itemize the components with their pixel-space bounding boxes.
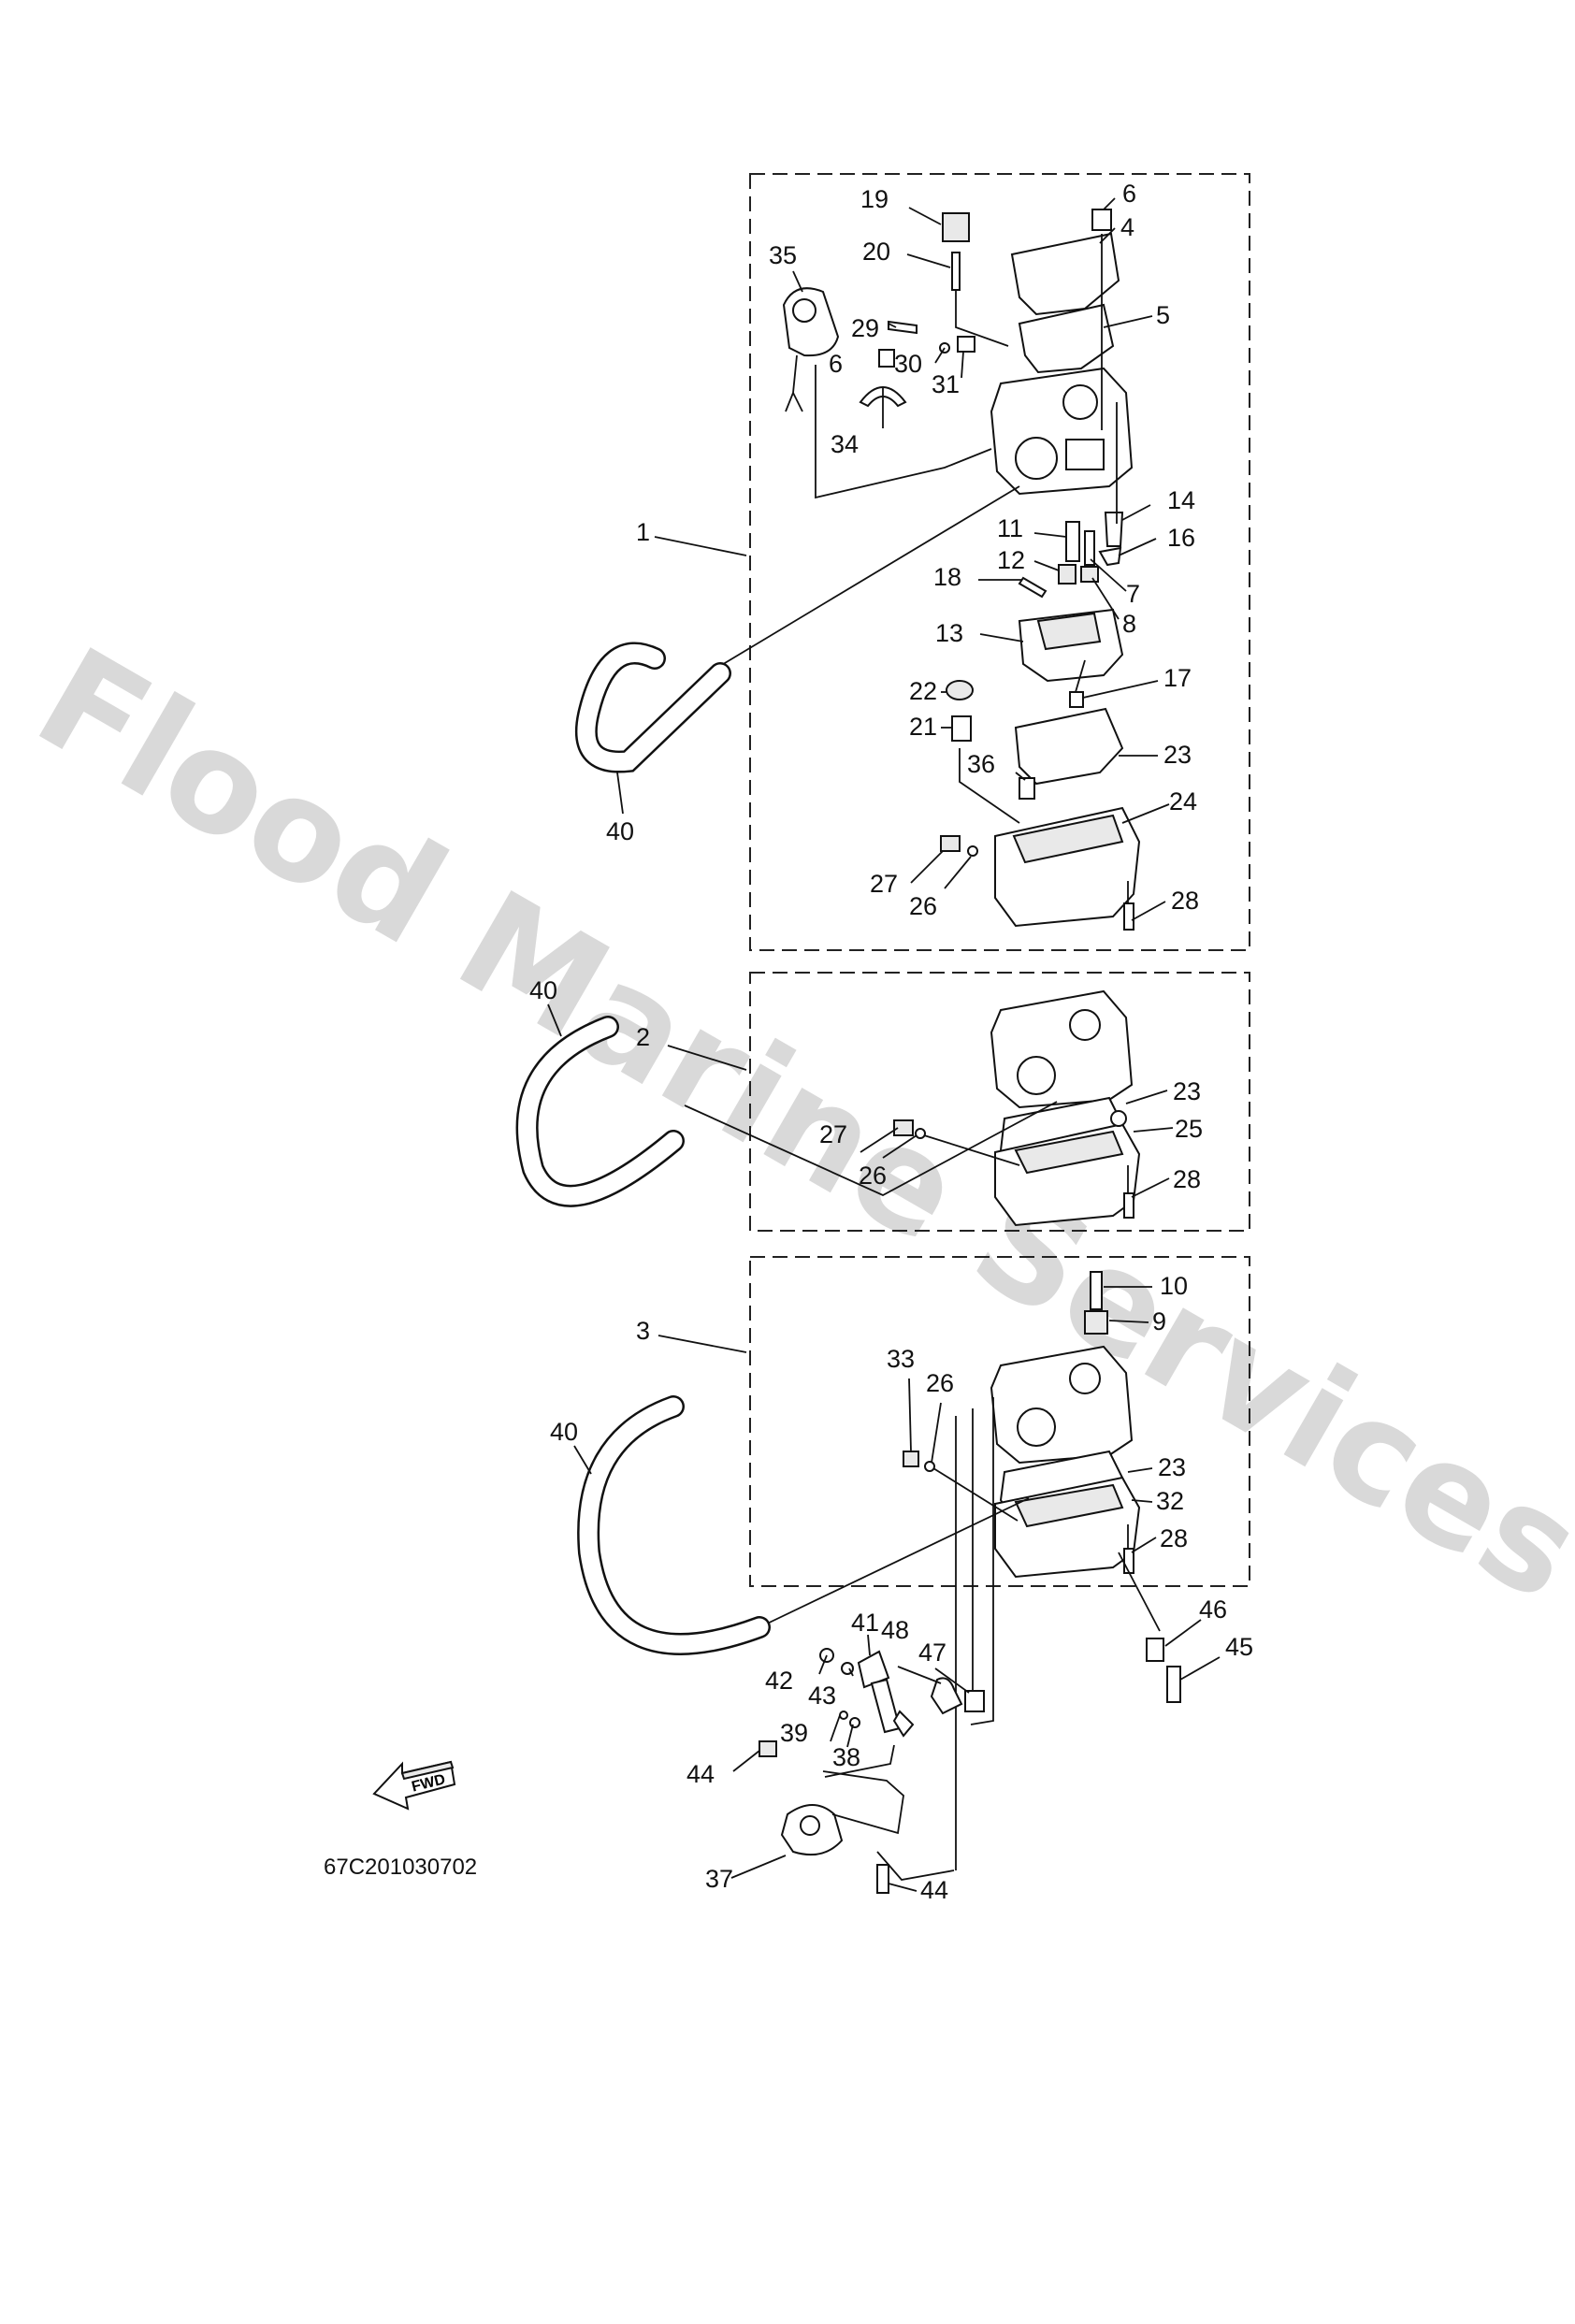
callout: 3 xyxy=(636,1317,650,1345)
callout: 43 xyxy=(808,1682,836,1710)
assembly-box-2 xyxy=(749,972,1250,1232)
callout: 26 xyxy=(926,1369,954,1397)
callout: 18 xyxy=(933,563,961,591)
callout: 24 xyxy=(1169,787,1197,816)
callout: 17 xyxy=(1163,664,1192,692)
callout: 28 xyxy=(1160,1524,1188,1552)
callout: 4 xyxy=(1120,213,1134,241)
assembly-2-leaders xyxy=(667,1045,1174,1198)
callout: 28 xyxy=(1171,887,1199,915)
callout: 34 xyxy=(831,430,859,458)
callout: 10 xyxy=(1160,1272,1188,1300)
callout: 21 xyxy=(909,713,937,741)
watermark: Flood Marine Services xyxy=(11,617,1575,1632)
callout: 44 xyxy=(686,1760,715,1788)
assembly-1-parts xyxy=(782,209,1141,931)
callout: 12 xyxy=(997,546,1025,574)
callout: 5 xyxy=(1156,301,1170,329)
callout: 8 xyxy=(1122,610,1136,638)
linkage-leaders xyxy=(730,1619,1221,1892)
callout: 29 xyxy=(851,314,879,342)
callout: 41 xyxy=(851,1609,879,1637)
callout: 16 xyxy=(1167,524,1195,552)
callout: 40 xyxy=(529,976,557,1004)
callout: 27 xyxy=(819,1120,847,1148)
callout: 26 xyxy=(909,892,937,920)
callout: 19 xyxy=(860,185,889,213)
callout: 31 xyxy=(932,370,960,398)
assembly-2-parts xyxy=(893,989,1141,1227)
callout: 36 xyxy=(967,750,995,778)
callout: 23 xyxy=(1173,1077,1201,1105)
callout: 20 xyxy=(862,238,890,266)
callout: 22 xyxy=(909,677,937,705)
callout: 23 xyxy=(1163,741,1192,769)
callout: 1 xyxy=(636,518,650,546)
assembly-1-leaders xyxy=(654,197,1170,921)
callout-labels: 1 2 3 4 5 6 6 7 8 9 10 11 12 13 14 16 17… xyxy=(529,180,1253,1904)
callout: 27 xyxy=(870,870,898,898)
assembly-3-leaders xyxy=(657,1286,1161,1881)
diagram-code: 67C201030702 xyxy=(324,1855,477,1880)
callout: 47 xyxy=(918,1638,946,1667)
callout: 7 xyxy=(1126,580,1140,608)
assembly-box-1 xyxy=(749,173,1250,951)
assembly-3-parts xyxy=(903,1271,1141,1579)
callout: 25 xyxy=(1175,1115,1203,1143)
callout: 32 xyxy=(1156,1487,1184,1515)
callout: 6 xyxy=(1122,180,1136,208)
callout: 26 xyxy=(859,1162,887,1190)
callout: 2 xyxy=(636,1023,650,1051)
callout: 48 xyxy=(881,1616,909,1644)
callout: 44 xyxy=(920,1876,948,1904)
callout: 39 xyxy=(780,1719,808,1747)
callout: 46 xyxy=(1199,1595,1227,1624)
callout: 9 xyxy=(1152,1307,1166,1335)
callout: 6 xyxy=(829,350,843,378)
callout: 30 xyxy=(894,350,922,378)
forward-arrow-icon xyxy=(372,1760,456,1811)
linkage-parts xyxy=(759,1638,1181,1894)
callout: 11 xyxy=(997,514,1023,542)
callout: 45 xyxy=(1225,1633,1253,1661)
callout: 35 xyxy=(769,241,797,269)
callout: 40 xyxy=(550,1418,578,1446)
callout: 37 xyxy=(705,1865,733,1893)
callout: 14 xyxy=(1167,486,1195,514)
callout: 40 xyxy=(606,817,634,845)
callout: 42 xyxy=(765,1667,793,1695)
callout: 33 xyxy=(887,1345,915,1373)
callout: 28 xyxy=(1173,1165,1201,1193)
assembly-box-3 xyxy=(749,1256,1250,1587)
callout: 38 xyxy=(832,1743,860,1771)
callout: 13 xyxy=(935,619,963,647)
callout: 23 xyxy=(1158,1453,1186,1481)
